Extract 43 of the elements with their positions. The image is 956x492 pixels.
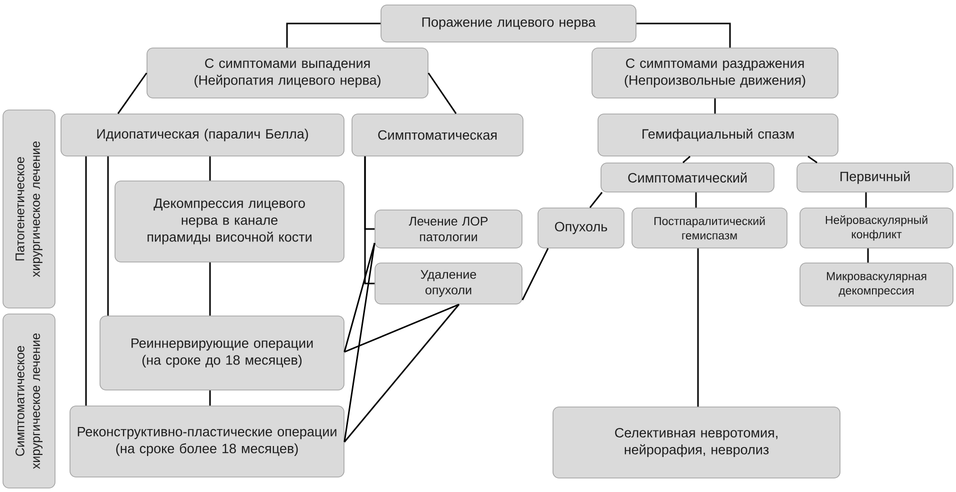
connector-line [867, 248, 869, 263]
process-box: С симптомами выпадения (Нейропатия лицевого нерва) [146, 48, 428, 98]
side-band: Патогенетическое хирургическое лечение [2, 110, 56, 308]
connector-line [364, 156, 375, 284]
connector-line [428, 72, 457, 114]
connector-line [286, 22, 381, 48]
connector-line [344, 304, 460, 442]
process-box: Нейроваскулярный конфликт [800, 208, 954, 248]
process-box: Постпаралитический гемиспазм [632, 208, 788, 248]
process-box: Идиопатическая (паралич Белла) [60, 114, 344, 156]
connector-line [714, 98, 716, 114]
connector-line [209, 390, 211, 406]
process-box: Декомпрессия лицевого нерва в канале пирамиды височной кости [114, 180, 344, 262]
connector-line [344, 304, 460, 353]
process-box: Селективная невротомия, нейрорафия, невролиз [552, 406, 840, 478]
connector-line [344, 242, 376, 352]
connector-line [117, 72, 148, 114]
connector-line [865, 192, 867, 208]
connector-line [695, 192, 697, 208]
process-box: С симптомами раздражения (Непроизвольные движения) [592, 48, 838, 98]
connector-line [209, 156, 211, 181]
connector-line [344, 242, 376, 442]
connector-line [522, 248, 549, 300]
connector-line [107, 156, 109, 316]
connector-line [808, 156, 818, 164]
connector-line [589, 192, 603, 208]
connector-line [636, 22, 731, 48]
connector-line [209, 262, 211, 316]
process-box: Реиннервирующие операции (на сроке до 18 месяцев) [100, 316, 344, 390]
connector-line [682, 156, 690, 164]
process-box: Симптоматический [600, 162, 774, 192]
process-box: Опухоль [538, 208, 624, 248]
process-box: Гемифациальный спазм [598, 114, 838, 156]
process-box: Поражение лицевого нерва [380, 4, 636, 42]
process-box: Первичный [796, 162, 954, 192]
process-box: Реконструктивно-пластические операции (на сроке более 18 месяцев) [70, 406, 344, 478]
process-box: Микроваскулярная декомпрессия [800, 262, 954, 306]
process-box: Лечение ЛОР патологии [374, 210, 522, 248]
process-box: Удаление опухоли [374, 262, 522, 304]
connector-line [85, 156, 87, 406]
process-box: Симптоматическая [352, 114, 524, 156]
side-band: Симптоматическое хирургическое лечение [2, 314, 56, 488]
connector-line [697, 248, 699, 407]
